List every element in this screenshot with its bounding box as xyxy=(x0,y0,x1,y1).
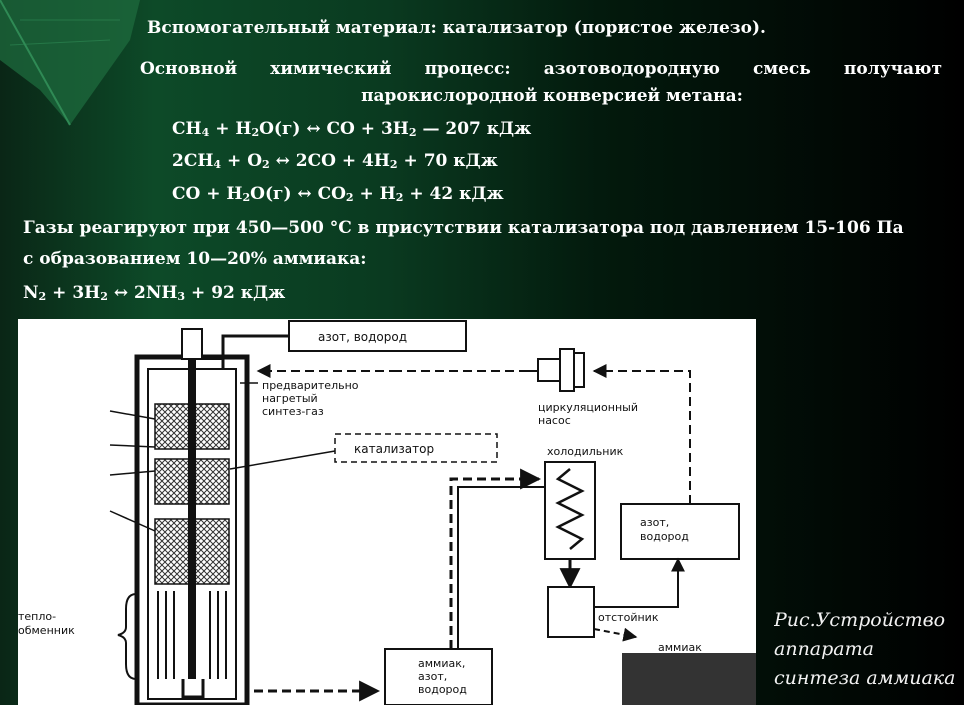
equation-3: CO + H2O(г) ↔ CO2 + H2 + 42 кДж xyxy=(172,184,504,204)
preheated-label-1: предварительно xyxy=(262,379,359,392)
heat-exchanger-label-1: тепло- xyxy=(18,610,56,623)
equation-4: N2 + 3H2 ↔ 2NH3 + 92 кДж xyxy=(23,283,286,303)
caption-line-2: аппарата xyxy=(774,638,874,660)
heat-exchanger-label-2: обменник xyxy=(18,624,75,637)
circulation-pump xyxy=(528,348,585,392)
reactor-column xyxy=(134,328,250,705)
preheated-label-3: синтез-газ xyxy=(262,405,324,418)
mix-label-2: азот, xyxy=(418,670,447,683)
ammonia-output-bar xyxy=(622,653,756,705)
circulation-pump-label-2: насос xyxy=(538,414,571,427)
equation-2: 2CH4 + O2 ↔ 2CO + 4H2 + 70 кДж xyxy=(172,151,498,171)
main-process-line-cont: парокислородной конверсией метана: xyxy=(361,86,743,106)
nitrogen-hydrogen-right-label-2: водород xyxy=(640,530,689,543)
nitrogen-hydrogen-right-label-1: азот, xyxy=(640,516,669,529)
yield-line: с образованием 10—20% аммиака: xyxy=(23,249,367,269)
nitrogen-hydrogen-top-label: азот, водород xyxy=(318,330,407,344)
equation-1: CH4 + H2O(г) ↔ CO + 3H2 — 207 кДж xyxy=(172,119,532,139)
mix-label-1: аммиак, xyxy=(418,657,465,670)
conditions-line: Газы реагируют при 450—500 °C в присутст… xyxy=(23,218,904,238)
circulation-pump-label-1: циркуляционный xyxy=(538,401,638,414)
ammonia-label: аммиак xyxy=(658,641,702,654)
catalyst-label: катализатор xyxy=(354,442,434,456)
auxiliary-material-line: Вспомогательный материал: катализатор (п… xyxy=(147,18,766,38)
caption-line-1: Рис.Устройство xyxy=(774,609,946,631)
mix-label-3: водород xyxy=(418,683,467,696)
cooler-label: холодильник xyxy=(547,445,624,458)
separator-label: отстойник xyxy=(598,611,659,624)
preheated-label-2: нагретый xyxy=(262,392,318,405)
main-process-line: Основной химический процесс: азотоводоро… xyxy=(140,59,942,79)
caption-line-3: синтеза аммиака xyxy=(774,667,956,689)
ammonia-synthesis-diagram: тепло- обменник азот, водород предварите… xyxy=(18,319,756,705)
decorative-leaf-graphic xyxy=(0,0,140,126)
figure-caption: Рис.Устройство аппарата синтеза аммиака xyxy=(774,606,964,693)
